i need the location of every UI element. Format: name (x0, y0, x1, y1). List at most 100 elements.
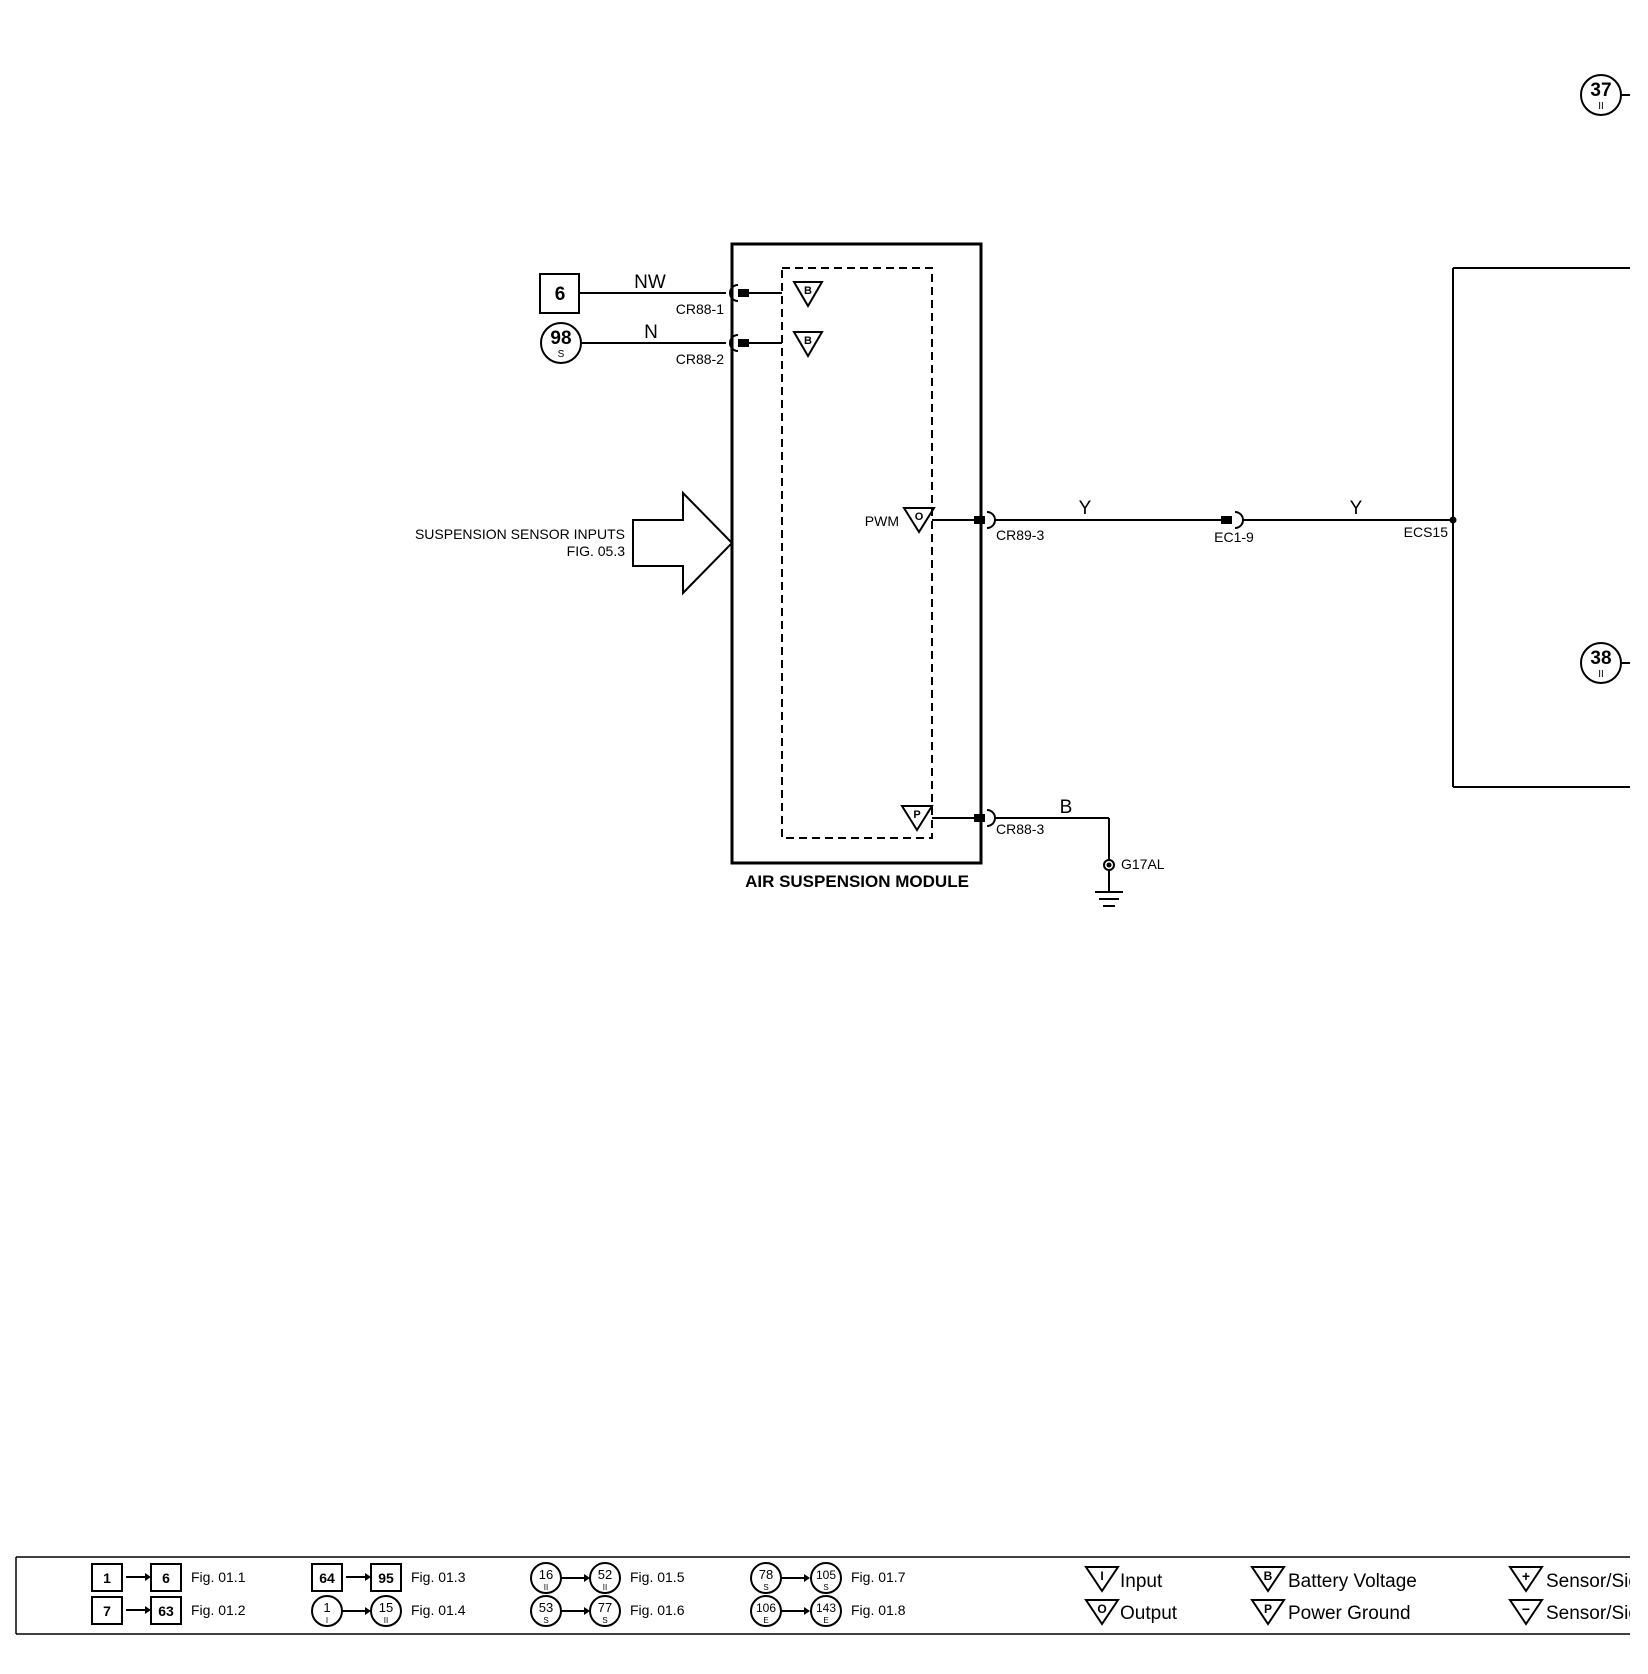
pin-ec1-9-socket (1234, 511, 1244, 529)
svg-text:S: S (823, 1583, 828, 1592)
connector-37-number: 37 (1590, 80, 1611, 101)
legend: 1 6 Fig. 01.1 7 63 Fig. 01.2 64 95 Fig. … (15, 1556, 1639, 1635)
offpage-connector-38: 38 II (1580, 642, 1630, 684)
pin-cr88-2-terminal (738, 339, 749, 347)
svg-text:15: 15 (379, 1600, 393, 1615)
legend-ref-7: 78 S 105 S Fig. 01.7 (750, 1562, 906, 1594)
svg-text:E: E (823, 1616, 828, 1625)
suspension-sensor-inputs-arrow: SUSPENSION SENSOR INPUTS FIG. 05.3 (415, 490, 734, 596)
ground-label: G17AL (1121, 856, 1165, 872)
svg-text:Battery Voltage: Battery Voltage (1288, 1571, 1417, 1592)
pin-cr89-3-label: CR89-3 (996, 527, 1044, 543)
pwm-label: PWM (865, 513, 899, 529)
air-suspension-module: AIR SUSPENSION MODULE (730, 242, 983, 891)
svg-text:Sensor/Sig: Sensor/Sig (1546, 1603, 1639, 1624)
battery-voltage-icon: B (792, 331, 824, 358)
wire-n-label: N (644, 322, 658, 343)
output-icon: O (902, 507, 936, 534)
ground-icon (1095, 859, 1123, 907)
sensor-inputs-fig: FIG. 05.3 (567, 543, 626, 559)
pin-cr88-3-socket (986, 809, 996, 827)
power-ground-icon: P (900, 805, 934, 832)
svg-text:Fig. 01.4: Fig. 01.4 (411, 1602, 466, 1618)
svg-text:S: S (543, 1616, 548, 1625)
svg-text:63: 63 (158, 1603, 174, 1619)
wire-y-2-label: Y (1350, 498, 1363, 519)
svg-text:Fig. 01.1: Fig. 01.1 (191, 1569, 246, 1585)
svg-text:64: 64 (319, 1570, 335, 1586)
svg-text:Fig. 01.2: Fig. 01.2 (191, 1602, 246, 1618)
wire-nw-label: NW (634, 272, 666, 293)
wire-b-label: B (1060, 797, 1073, 818)
svg-text:S: S (602, 1616, 607, 1625)
svg-text:1: 1 (323, 1600, 330, 1615)
pin-cr88-1-socket (729, 284, 739, 302)
svg-text:78: 78 (759, 1567, 773, 1582)
legend-ref-8: 106 E 143 E Fig. 01.8 (750, 1595, 906, 1627)
connector-98-sub: S (558, 349, 565, 360)
pin-cr88-2-label: CR88-2 (676, 351, 724, 367)
svg-text:7: 7 (103, 1603, 111, 1619)
svg-text:Fig. 01.5: Fig. 01.5 (630, 1569, 685, 1585)
pin-cr88-3-terminal (974, 814, 985, 822)
battery-voltage-icon: B (792, 281, 824, 308)
pin-cr88-1-label: CR88-1 (676, 301, 724, 317)
svg-text:P: P (1264, 1602, 1272, 1616)
svg-text:B: B (804, 335, 812, 347)
svg-text:6: 6 (162, 1570, 170, 1586)
legend-output: O Output (1084, 1599, 1178, 1626)
module-name: AIR SUSPENSION MODULE (745, 872, 969, 891)
svg-text:−: − (1522, 1601, 1530, 1617)
ecs-module-box (1452, 267, 1630, 788)
pin-cr88-1-terminal (738, 289, 749, 297)
pin-ec1-9-terminal (1221, 516, 1232, 524)
svg-text:Output: Output (1120, 1603, 1178, 1624)
svg-text:Fig. 01.8: Fig. 01.8 (851, 1602, 906, 1618)
svg-text:B: B (804, 285, 812, 297)
svg-text:Fig. 01.3: Fig. 01.3 (411, 1569, 466, 1585)
svg-text:II: II (384, 1616, 388, 1625)
svg-text:1: 1 (103, 1570, 111, 1586)
svg-text:105: 105 (816, 1568, 836, 1582)
connector-38-number: 38 (1590, 648, 1611, 669)
legend-ref-6: 53 S 77 S Fig. 01.6 (530, 1595, 685, 1627)
pin-cr88-3-label: CR88-3 (996, 821, 1044, 837)
legend-input: I Input (1084, 1566, 1163, 1593)
svg-text:II: II (544, 1583, 548, 1592)
legend-sensor-plus: + Sensor/Sig (1508, 1566, 1639, 1593)
legend-sensor-minus: − Sensor/Sig (1508, 1599, 1639, 1626)
legend-ref-5: 16 II 52 II Fig. 01.5 (530, 1562, 685, 1594)
svg-text:O: O (915, 511, 924, 523)
svg-text:77: 77 (598, 1600, 612, 1615)
legend-ref-3: 64 95 Fig. 01.3 (311, 1563, 466, 1592)
svg-text:B: B (1264, 1569, 1273, 1583)
right-edge-crop (1630, 0, 1648, 1674)
svg-text:Fig. 01.7: Fig. 01.7 (851, 1569, 906, 1585)
pin-ecs15-label: ECS15 (1404, 524, 1449, 540)
connector-box-6-number: 6 (555, 284, 566, 305)
legend-power-ground: P Power Ground (1250, 1599, 1411, 1626)
pin-ec1-9-label: EC1-9 (1214, 529, 1254, 545)
svg-text:53: 53 (539, 1600, 553, 1615)
legend-ref-2: 7 63 Fig. 01.2 (91, 1596, 246, 1625)
sensor-inputs-label: SUSPENSION SENSOR INPUTS (415, 526, 625, 542)
offpage-connector-98: 98 S (540, 322, 582, 364)
svg-text:106: 106 (756, 1601, 776, 1615)
legend-battery-voltage: B Battery Voltage (1250, 1566, 1417, 1593)
pin-ecs15-node (1449, 516, 1457, 524)
connector-98-number: 98 (550, 328, 571, 349)
pin-cr89-3-terminal (974, 516, 985, 524)
svg-text:P: P (913, 809, 920, 821)
connector-37-sub: II (1598, 101, 1604, 112)
legend-ref-4: 1 I 15 II Fig. 01.4 (311, 1595, 466, 1627)
connector-box-6: 6 (539, 273, 580, 314)
offpage-connector-37: 37 II (1580, 74, 1630, 116)
connector-38-sub: II (1598, 669, 1604, 680)
pin-cr89-3-socket (986, 511, 996, 529)
wire-y-1-label: Y (1079, 498, 1092, 519)
svg-text:I: I (1100, 1569, 1103, 1583)
svg-text:II: II (603, 1583, 607, 1592)
svg-text:O: O (1097, 1602, 1106, 1616)
svg-text:Input: Input (1120, 1571, 1163, 1592)
